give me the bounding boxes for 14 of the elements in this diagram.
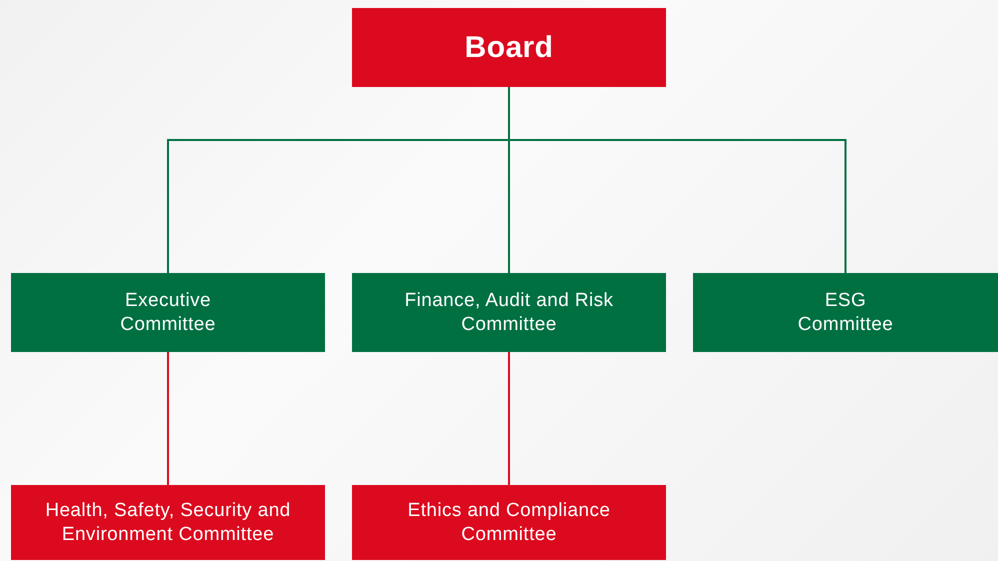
node-label: Executive Committee [119,288,217,336]
committee-box [352,273,666,352]
connector-line [167,352,169,485]
node-label: ESG Committee [796,288,894,336]
committee-box [352,485,666,560]
connector-line [508,352,510,485]
committee-box [11,485,325,560]
committee-box [693,273,998,352]
committee-box [11,273,325,352]
node-label: Health, Safety, Security and Environment Committee [44,498,292,546]
board-box [352,8,666,87]
node-label: Ethics and Compliance Committee [406,498,612,546]
node-label: Board [464,30,554,66]
node-label: Finance, Audit and Risk Committee [404,288,614,336]
